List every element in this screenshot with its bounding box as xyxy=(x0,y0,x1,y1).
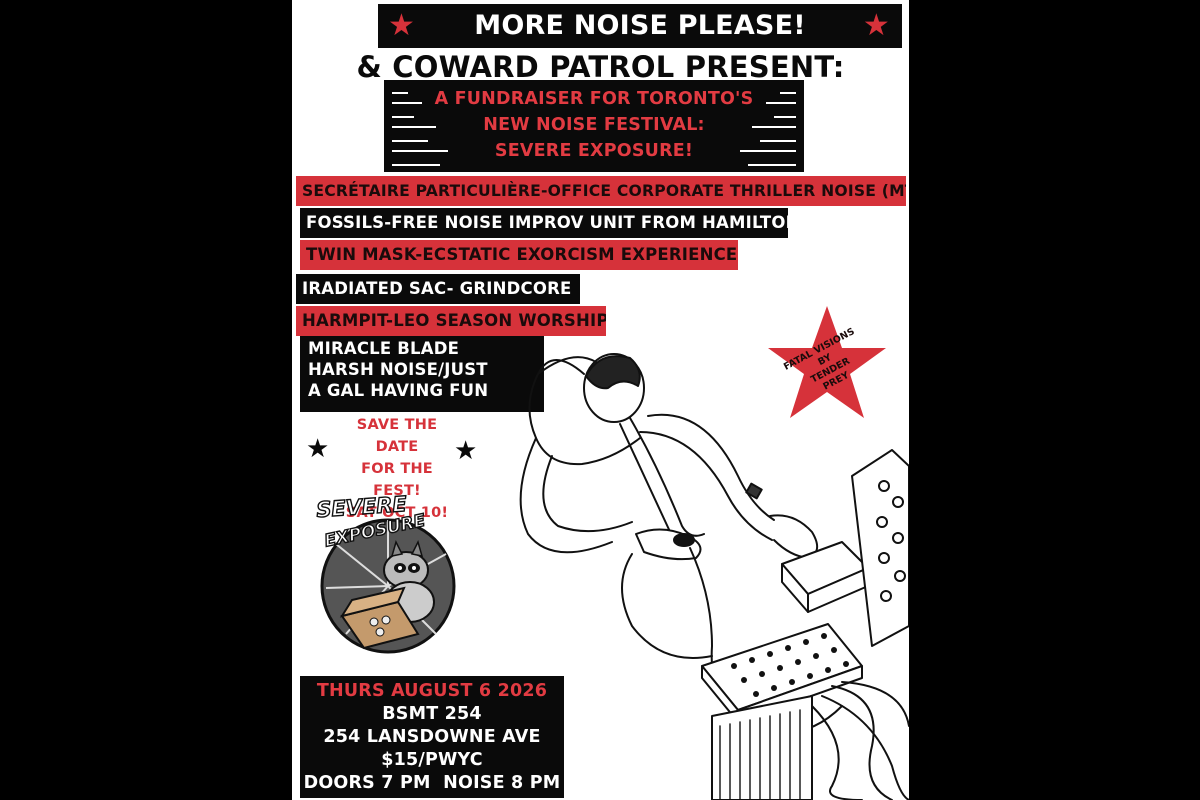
miracle-line: MIRACLE BLADE xyxy=(308,339,460,358)
title-line-2: & COWARD PATROL PRESENT: xyxy=(356,50,845,84)
event-date: THURS AUGUST 6 2026 xyxy=(316,681,548,701)
fundraiser-line: A FUNDRAISER FOR TORONTO'S xyxy=(434,89,754,109)
title-line-1: MORE NOISE PLEASE! xyxy=(474,10,806,41)
fundraiser-line: NEW NOISE FESTIVAL: xyxy=(483,115,705,135)
act-iradiated-sac: IRADIATED SAC- GRINDCORE xyxy=(296,274,580,304)
fundraiser-box: A FUNDRAISER FOR TORONTO'S NEW NOISE FES… xyxy=(384,80,804,172)
save-line: FOR THE FEST! xyxy=(361,461,433,499)
fundraiser-text: A FUNDRAISER FOR TORONTO'S NEW NOISE FES… xyxy=(384,86,804,164)
act-fossils: FOSSILS-FREE NOISE IMPROV UNIT FROM HAMI… xyxy=(300,208,788,238)
severe-exposure-logo: SEVERE EXPOSURE xyxy=(315,491,456,654)
poster: ★ MORE NOISE PLEASE! ★ & COWARD PATROL P… xyxy=(292,0,909,800)
star-icon: ★ xyxy=(388,8,416,43)
fatal-visions-star: FATAL VISIONS BY TENDER PREY xyxy=(768,306,886,418)
venue-address: 254 LANSDOWNE AVE xyxy=(323,727,541,747)
act-secretaire: SECRÉTAIRE PARTICULIÈRE-OFFICE CORPORATE… xyxy=(296,176,906,206)
venue-name: BSMT 254 xyxy=(382,704,482,724)
miracle-line: A GAL HAVING FUN xyxy=(308,381,489,400)
star-icon: ★ xyxy=(306,434,330,464)
save-the-date: SAVE THE DATE FOR THE FEST! SAT OCT 10! xyxy=(338,414,456,524)
event-times: DOORS 7 PM NOISE 8 PM xyxy=(303,773,561,793)
act-twin-mask: TWIN MASK-ECSTATIC EXORCISM EXPERIENCE xyxy=(300,240,738,270)
title-bar: ★ MORE NOISE PLEASE! ★ xyxy=(378,4,902,48)
act-miracle-blade: MIRACLE BLADE HARSH NOISE/JUST A GAL HAV… xyxy=(300,336,544,412)
star-icon: ★ xyxy=(862,8,890,43)
save-line: SAVE THE DATE xyxy=(356,417,438,455)
event-info: THURS AUGUST 6 2026 BSMT 254 254 LANSDOW… xyxy=(300,676,564,798)
save-line: SAT OCT 10! xyxy=(345,505,449,521)
star-icon: ★ xyxy=(454,436,478,466)
fundraiser-line: SEVERE EXPOSURE! xyxy=(494,141,694,161)
ticket-price: $15/PWYC xyxy=(381,750,483,770)
miracle-line: HARSH NOISE/JUST xyxy=(308,360,488,379)
act-harmpit: HARMPIT-LEO SEASON WORSHIP xyxy=(296,306,606,336)
noise-performer-illustration xyxy=(519,353,909,800)
